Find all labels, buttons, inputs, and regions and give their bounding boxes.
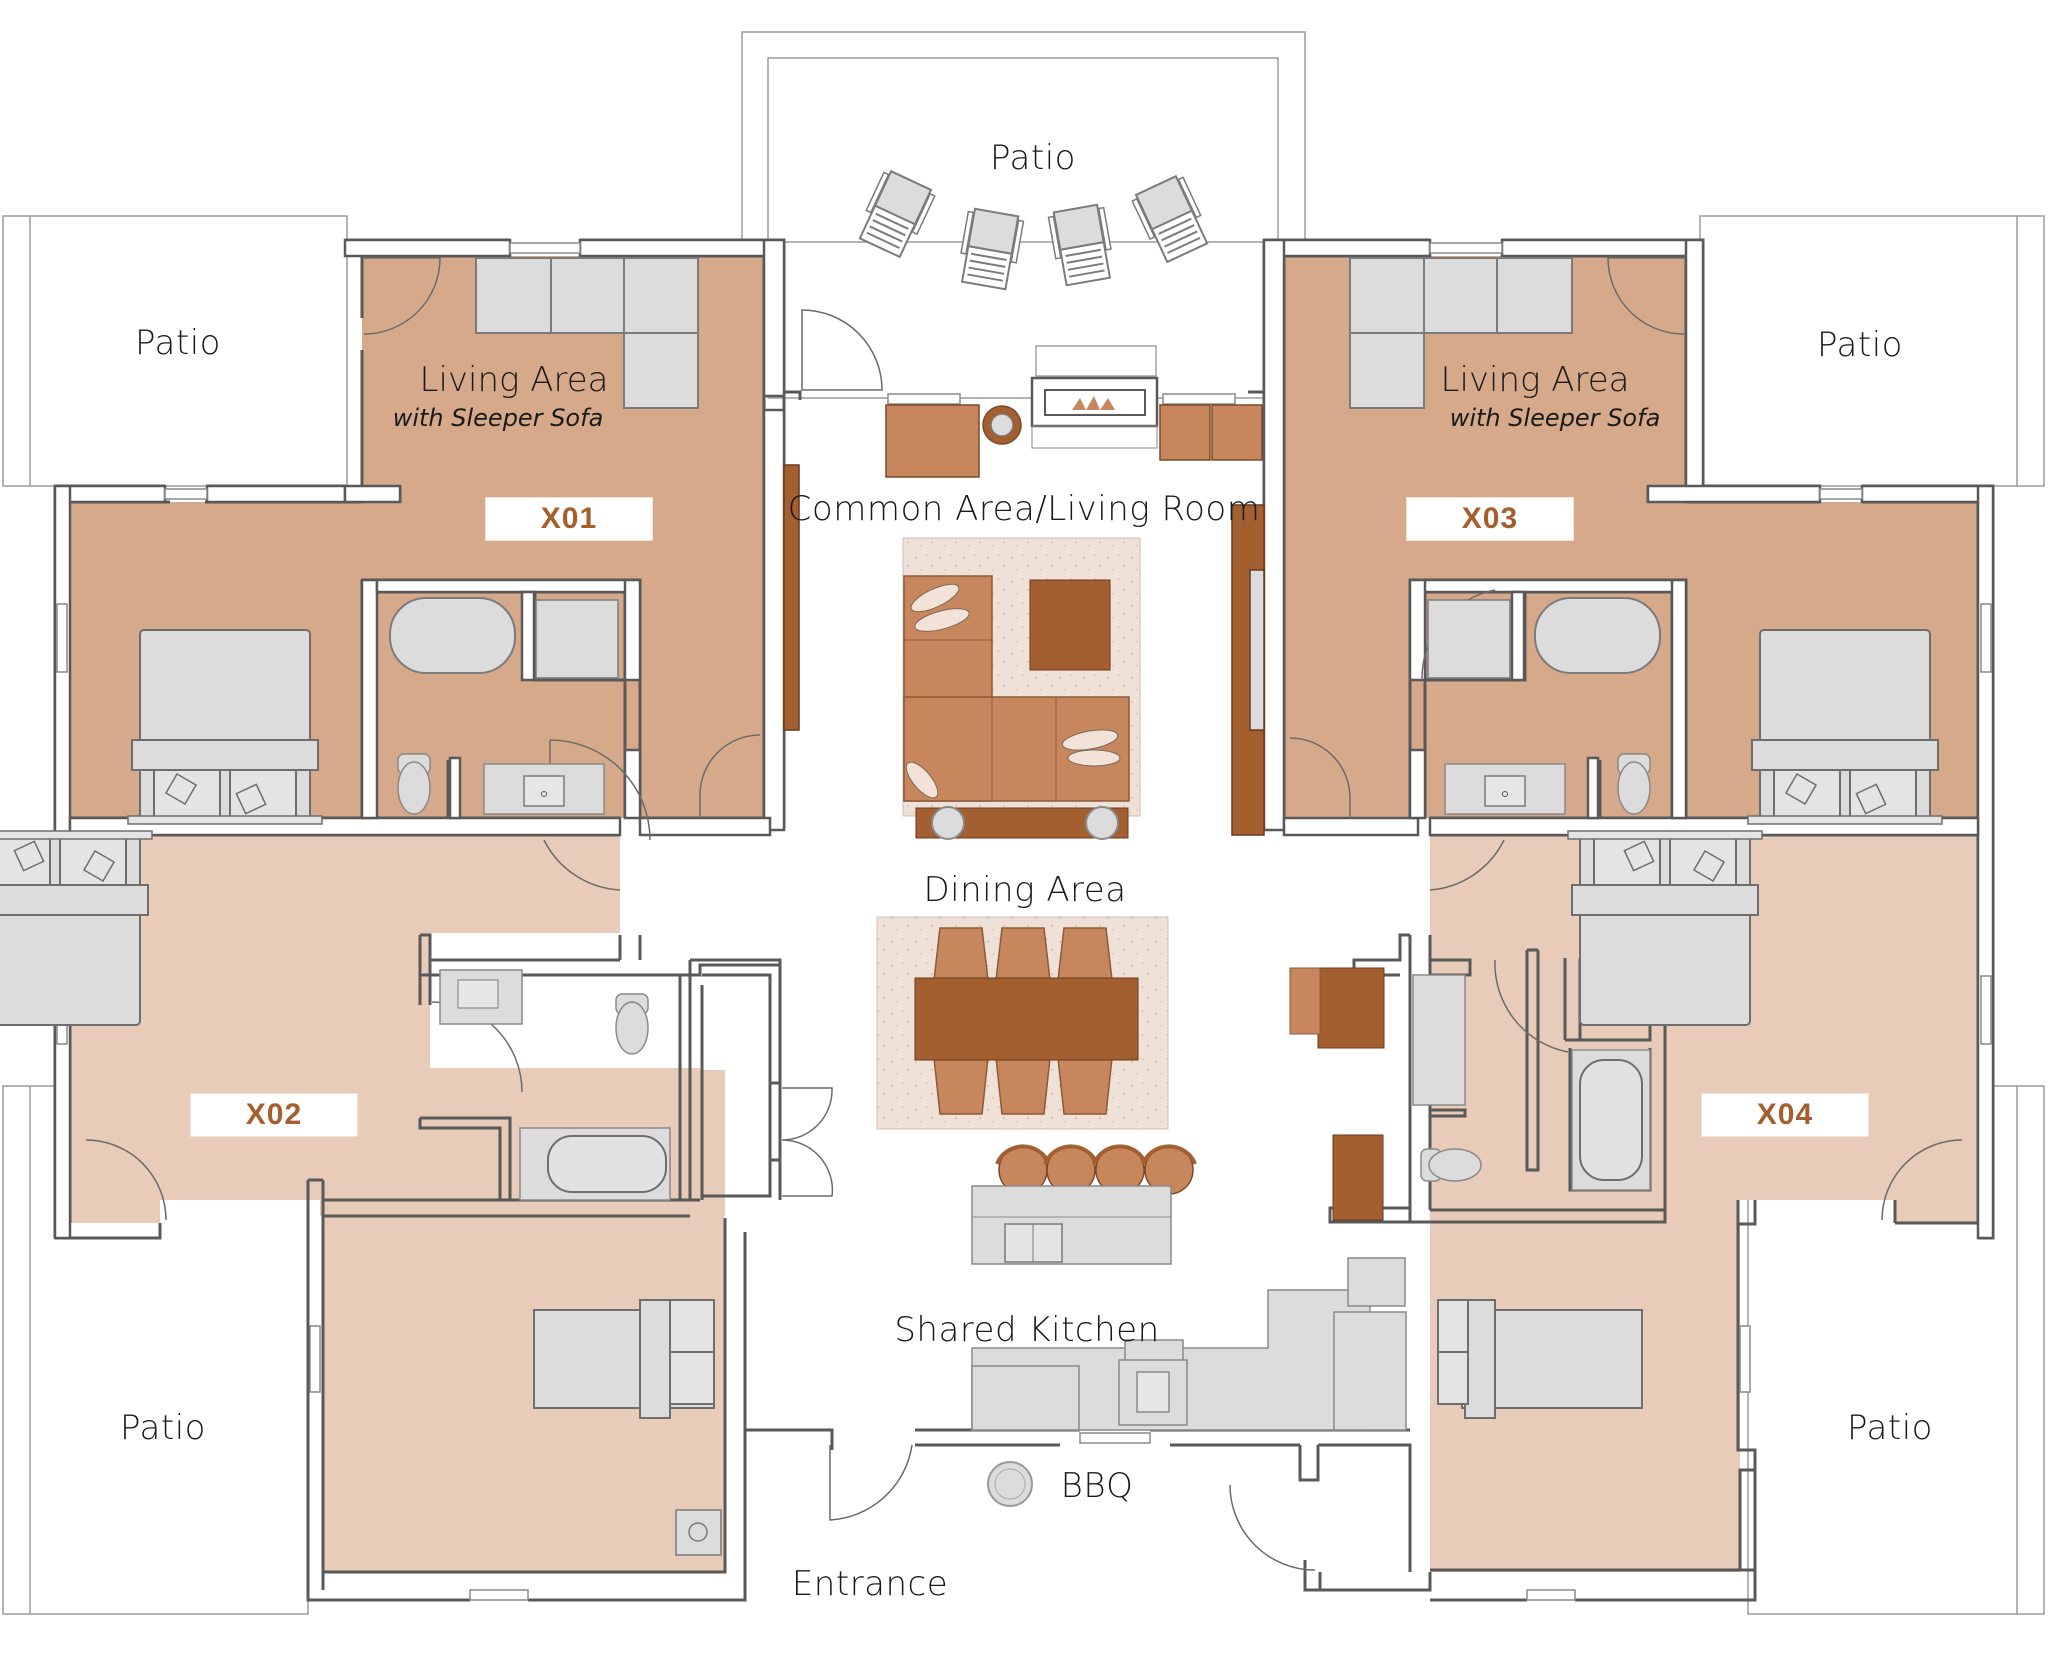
x04-furniture (1289, 830, 1763, 1419)
unit-badge-x04: X04 (1701, 1093, 1869, 1137)
dining-set (876, 916, 1169, 1130)
patio-top-right (1699, 215, 2045, 487)
entrance-label: Entrance (791, 1564, 949, 1604)
dining-area-label: Dining Area (923, 870, 1127, 910)
x01-furniture (127, 257, 699, 825)
x03-living-subtitle: with Sleeper Sofa (1449, 404, 1661, 432)
kitchen-counters (971, 1257, 1407, 1431)
shared-kitchen-label: Shared Kitchen (894, 1310, 1160, 1350)
unit-badge-x02: X02 (190, 1093, 358, 1137)
bbq-grill (987, 1461, 1033, 1507)
patio-bottom-right-label: Patio (1847, 1408, 1933, 1448)
patio-top-label: Patio (990, 138, 1076, 178)
x01-living-title: Living Area (419, 360, 609, 400)
patio-top-left-label: Patio (135, 323, 221, 363)
kitchen-island (971, 1144, 1197, 1265)
living-rug-sectional (902, 537, 1141, 840)
x02-furniture (0, 830, 722, 1556)
unit-badge-x01: X01 (485, 497, 653, 541)
patio-top (741, 31, 1306, 399)
x01-living-subtitle: with Sleeper Sofa (392, 404, 604, 432)
common-armchairs (885, 404, 1263, 478)
unit-badge-x03: X03 (1406, 497, 1574, 541)
x03-living-title: Living Area (1440, 360, 1630, 400)
wall-fill (53, 238, 1995, 1240)
media-consoles (783, 464, 1265, 836)
patio-bottom-left-label: Patio (120, 1408, 206, 1448)
fireplace (1030, 345, 1159, 449)
door-swings (85, 257, 1963, 1571)
x03-furniture (1349, 257, 1943, 825)
patio-top-right-label: Patio (1817, 325, 1903, 365)
bbq-label: BBQ (1060, 1466, 1134, 1506)
patio-top-left (2, 215, 348, 487)
common-area-label: Common Area/Living Room (787, 489, 1261, 529)
